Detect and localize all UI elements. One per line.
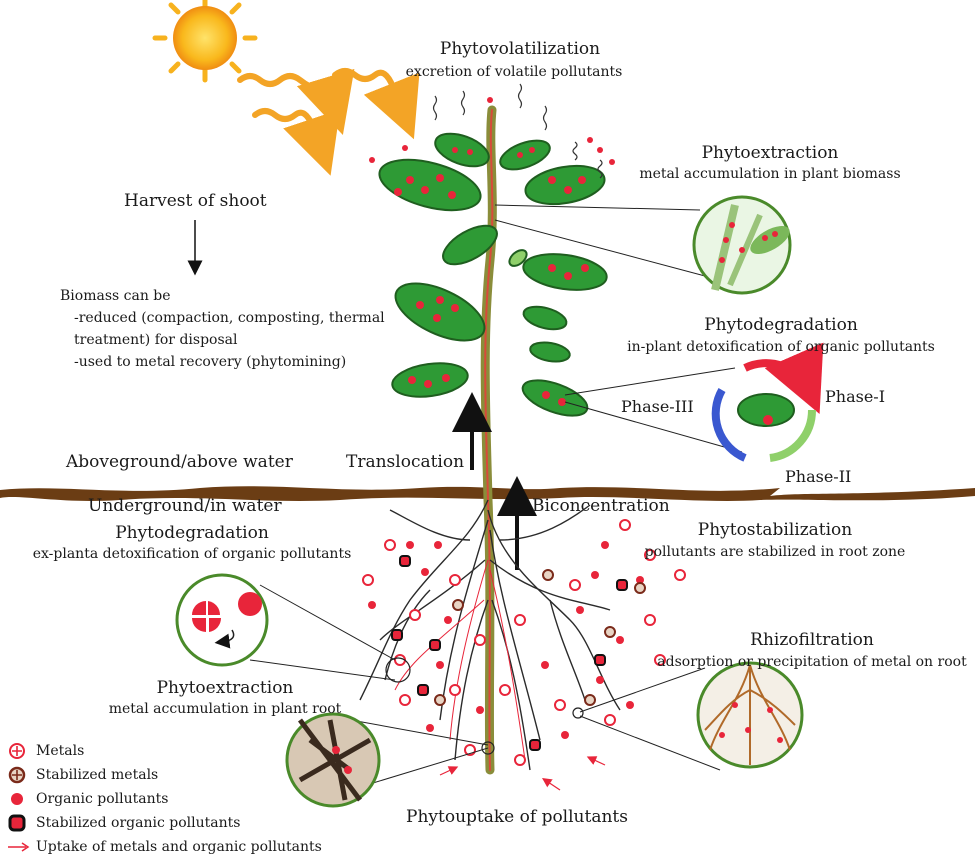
rhizofiltration-callout <box>572 661 804 771</box>
legend-item-stabilized-metals: Stabilized metals <box>6 764 158 786</box>
harvest-line-4: -used to metal recovery (phytomining) <box>74 354 347 370</box>
aboveground-label: Aboveground/above water <box>66 452 293 472</box>
rhizofiltration-title: Rhizofiltration <box>750 630 874 650</box>
harvest-line-3: treatment) for disposal <box>74 332 238 348</box>
root-uptake-lines <box>394 559 526 761</box>
stabilized-organic-pollutant-icon <box>8 814 26 832</box>
uptake-arrow-icon <box>8 842 30 852</box>
harvest-line-2: -reduced (compaction, composting, therma… <box>74 310 385 326</box>
plant-roots <box>359 499 621 771</box>
harvest-title: Harvest of shoot <box>124 191 267 211</box>
plant-leaves <box>378 132 608 417</box>
leaf-pollutant-dots <box>394 147 589 406</box>
legend-item-uptake: Uptake of metals and organic pollutants <box>6 836 322 858</box>
organic-pollutant-icon <box>11 793 23 805</box>
phase-1-label: Phase-I <box>825 387 886 406</box>
rhizofiltration-subtitle: adsorption or precipitation of metal on … <box>657 654 967 670</box>
phytodegradation-ex-callout <box>175 573 411 683</box>
phytodegradation-ex-subtitle: ex-planta detoxification of organic poll… <box>32 546 352 562</box>
phytoextraction-shoot-title: Phytoextraction <box>701 143 839 163</box>
legend-label-metals: Metals <box>36 743 85 759</box>
phytouptake-label: Phytouptake of pollutants <box>406 807 628 827</box>
phytodegradation-in-subtitle: in-plant detoxification of organic pollu… <box>627 339 935 355</box>
phytoextraction-shoot-callout <box>494 195 792 295</box>
translocation-label: Translocation <box>346 452 465 472</box>
phytoextraction-shoot-subtitle: metal accumulation in plant biomass <box>639 166 901 182</box>
plant-stem <box>480 105 497 775</box>
legend-label-stabilized-organic-pollutants: Stabilized organic pollutants <box>36 815 241 831</box>
legend-label-uptake: Uptake of metals and organic pollutants <box>36 839 322 855</box>
phytovolatilization-subtitle: excretion of volatile pollutants <box>405 64 623 80</box>
sun-icon <box>152 0 258 83</box>
phase-3-label: Phase-III <box>621 397 694 416</box>
legend-item-metals: Metals <box>6 740 84 762</box>
legend-item-stabilized-organic-pollutants: Stabilized organic pollutants <box>6 812 240 834</box>
phytovolatilization-title: Phytovolatilization <box>439 39 601 59</box>
legend-label-stabilized-metals: Stabilized metals <box>36 767 159 783</box>
phytoextraction-root-callout <box>285 712 495 808</box>
harvest-line-1: Biomass can be <box>60 288 171 304</box>
phase-2-label: Phase-II <box>785 467 852 486</box>
phytoextraction-root-subtitle: metal accumulation in plant root <box>108 701 342 717</box>
bioconcentration-label: Biconcentration <box>532 496 670 516</box>
sunlight-arrows <box>237 68 420 176</box>
volatile-squiggles <box>432 83 603 179</box>
flow-arrows <box>452 392 537 570</box>
phytostabilization-title: Phytostabilization <box>697 520 853 540</box>
phytodegradation-cycle-callout <box>564 342 824 462</box>
volatile-dots <box>369 97 615 165</box>
legend-item-organic-pollutants: Organic pollutants <box>6 788 168 810</box>
metal-icon <box>9 743 25 759</box>
phytodegradation-in-title: Phytodegradation <box>704 315 858 335</box>
phytodegradation-ex-title: Phytodegradation <box>115 523 269 543</box>
underground-label: Underground/in water <box>88 496 282 516</box>
uptake-arrows <box>439 756 606 791</box>
stabilized-metal-icon <box>8 766 26 784</box>
soil-pollutants <box>362 519 686 766</box>
phytoextraction-root-title: Phytoextraction <box>156 678 294 698</box>
legend-label-organic-pollutants: Organic pollutants <box>36 791 169 807</box>
phytostabilization-subtitle: pollutants are stabilized in root zone <box>644 544 906 560</box>
